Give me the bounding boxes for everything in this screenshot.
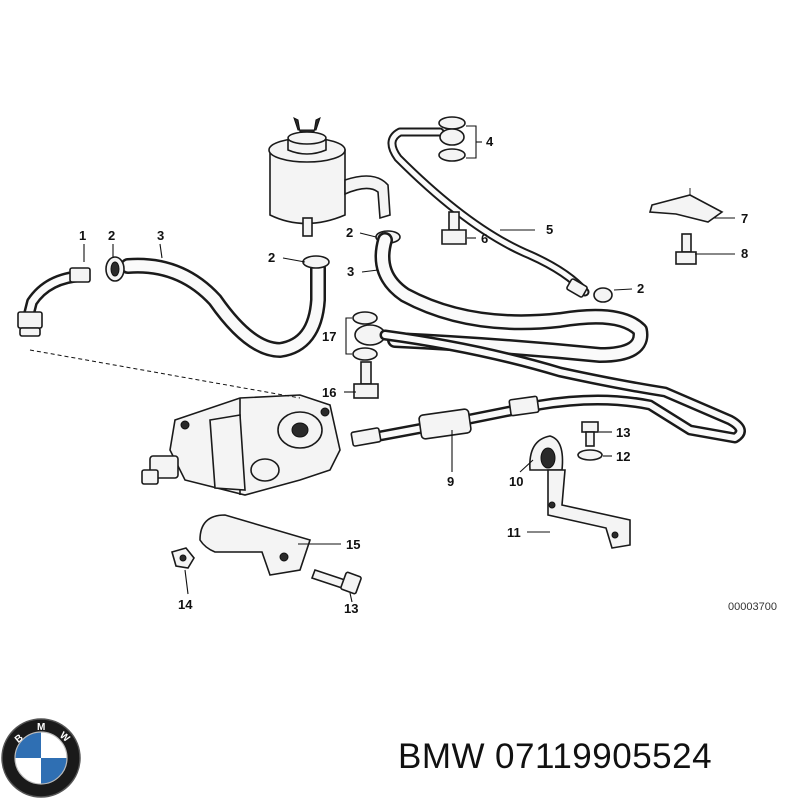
callout-2: 2: [346, 225, 353, 240]
callout-2: 2: [637, 281, 644, 296]
callout-3: 3: [347, 264, 354, 279]
callout-14: 14: [178, 597, 193, 612]
callout-17: 17: [322, 329, 336, 344]
bolt-6: [441, 211, 467, 245]
bolt-8: [675, 233, 697, 265]
pipe-5: [387, 127, 613, 303]
callout-8: 8: [741, 246, 748, 261]
bolt-16: [353, 361, 379, 399]
hose-3-left: [120, 257, 326, 358]
callout-7: 7: [741, 211, 748, 226]
pressure-line-9: [350, 329, 746, 447]
nut-14: [171, 547, 195, 569]
callout-2: 2: [268, 250, 275, 265]
callout-9: 9: [447, 474, 454, 489]
callout-11: 11: [507, 525, 521, 540]
bolt-13-top: [581, 421, 599, 447]
diagram-reference-code: 00003700: [728, 601, 777, 613]
callout-12: 12: [616, 449, 630, 464]
callout-1: 1: [79, 228, 86, 243]
footer-brand: BMW: [398, 737, 486, 776]
bracket-11: [547, 469, 631, 549]
reservoir: [268, 117, 391, 237]
banjo-17: [352, 311, 386, 361]
callout-15: 15: [346, 537, 360, 552]
callout-3: 3: [157, 228, 164, 243]
svg-text:M: M: [37, 722, 45, 733]
callout-2: 2: [108, 228, 115, 243]
callout-13: 13: [344, 601, 358, 616]
hose-3-middle: [374, 232, 649, 363]
hose-1-fitting: [17, 267, 91, 337]
callout-5: 5: [546, 222, 553, 237]
callout-16: 16: [322, 385, 336, 400]
nut-12: [577, 449, 603, 461]
steering-box: [141, 394, 341, 496]
rubber-mount-10: [529, 435, 564, 471]
callout-10: 10: [509, 474, 523, 489]
callout-4: 4: [486, 134, 494, 149]
clip-15: [199, 514, 312, 576]
bolt-13-bottom: [310, 568, 362, 595]
footer-part-number: 07119905524: [495, 737, 713, 776]
callout-6: 6: [481, 231, 488, 246]
leader-lines: [83, 125, 735, 603]
reference-dash-line: [29, 349, 301, 399]
clamp-2-left: [105, 256, 125, 282]
bracket-7: [648, 188, 724, 223]
callout-13: 13: [616, 425, 630, 440]
bmw-logo: B M W: [1, 718, 81, 798]
banjo-bolt-4: [438, 116, 466, 162]
